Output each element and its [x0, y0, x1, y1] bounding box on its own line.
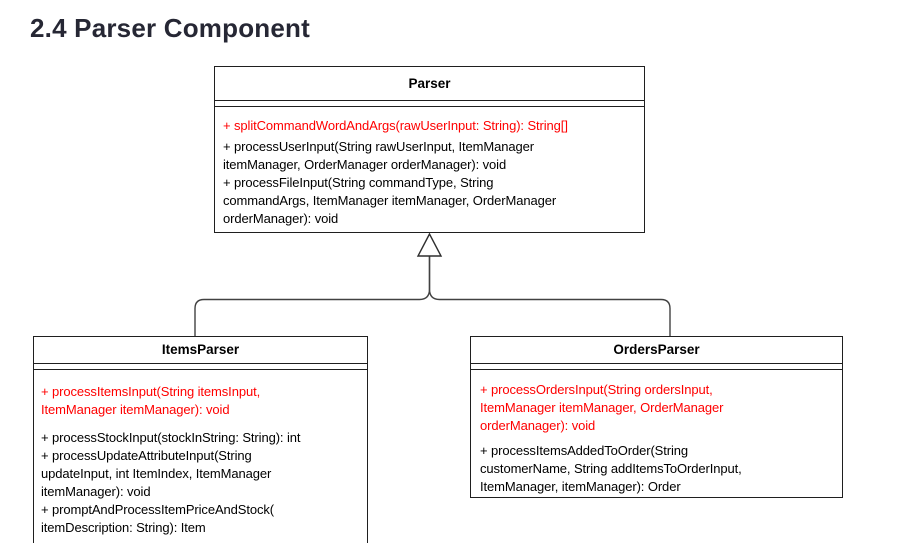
connector-path-left: [194, 256, 431, 336]
class-title: Parser: [215, 67, 644, 101]
attributes-compartment: [471, 364, 842, 370]
methods-compartment: + processItemsInput(String itemsInput, I…: [34, 370, 367, 537]
method-signature: + processFileInput(String commandType, S…: [223, 175, 557, 226]
method-signature: + processUserInput(String rawUserInput, …: [223, 139, 535, 172]
method-signature: + promptAndProcessItemPriceAndStock( ite…: [41, 502, 275, 535]
class-title: OrdersParser: [471, 337, 842, 364]
class-title: ItemsParser: [34, 337, 367, 364]
generalization-triangle-icon: [416, 232, 443, 257]
connector-path-right: [428, 256, 671, 336]
attributes-compartment: [34, 364, 367, 370]
methods-compartment: + processOrdersInput(String ordersInput,…: [471, 370, 842, 496]
method-signature: + processStockInput(stockInString: Strin…: [41, 430, 301, 445]
method-signature-highlighted: + processItemsInput(String itemsInput, I…: [41, 384, 261, 417]
class-box-orders-parser: OrdersParser + processOrdersInput(String…: [470, 336, 843, 498]
class-box-items-parser: ItemsParser + processItemsInput(String i…: [33, 336, 368, 543]
attributes-compartment: [215, 101, 644, 107]
method-signature: + processUpdateAttributeInput(String upd…: [41, 448, 272, 499]
methods-compartment: + splitCommandWordAndArgs(rawUserInput: …: [215, 107, 644, 228]
class-box-parser: Parser + splitCommandWordAndArgs(rawUser…: [214, 66, 645, 233]
method-signature-highlighted: + splitCommandWordAndArgs(rawUserInput: …: [223, 118, 568, 133]
method-signature: + processItemsAddedToOrder(String custom…: [480, 443, 742, 494]
section-heading: 2.4 Parser Component: [30, 13, 310, 43]
method-signature-highlighted: + processOrdersInput(String ordersInput,…: [480, 382, 724, 433]
